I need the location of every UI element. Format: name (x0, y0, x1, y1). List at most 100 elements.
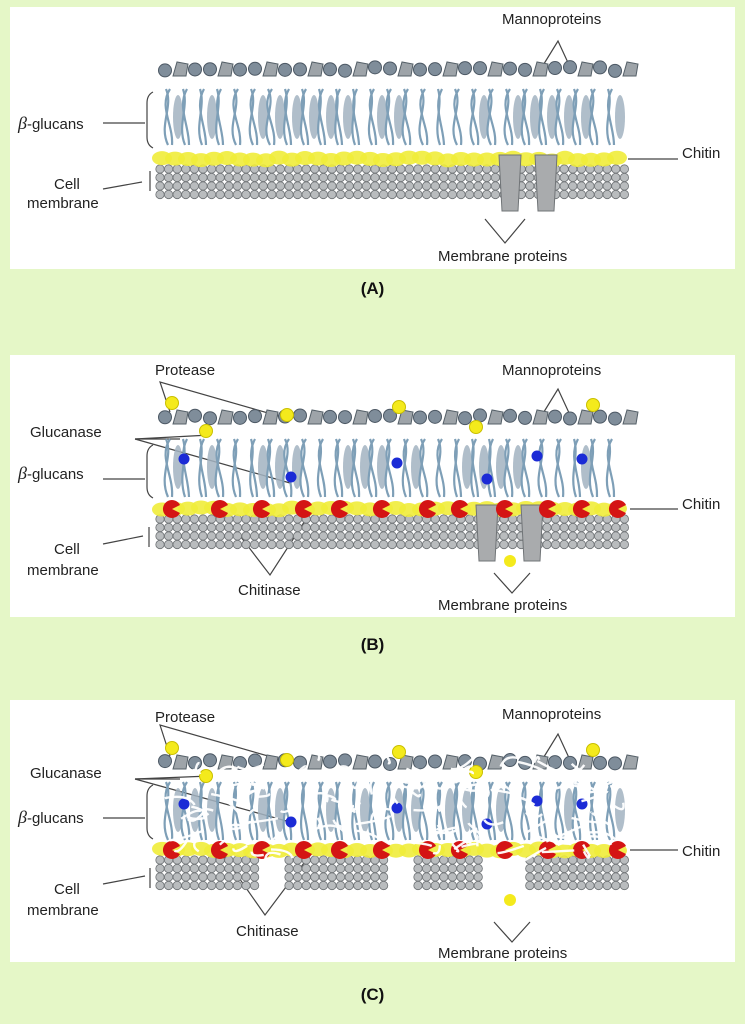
membrane-lipid (250, 863, 260, 874)
degraded-fiber (517, 760, 549, 775)
mannoprotein (188, 408, 202, 423)
membrane-lipid (310, 181, 320, 191)
membrane-protein (534, 154, 558, 212)
degraded-fiber (193, 838, 200, 853)
membrane-lipid (181, 863, 191, 874)
membrane-lipid (378, 863, 389, 874)
membrane-lipid (172, 880, 182, 891)
membrane-lipid (198, 172, 208, 183)
membrane-lipid (164, 531, 174, 541)
membrane-lipid (310, 863, 320, 874)
membrane-lipid (378, 181, 389, 191)
membrane-lipid (447, 181, 457, 191)
degraded-fiber (510, 774, 539, 782)
protease-enzyme (469, 420, 483, 434)
membrane-lipid (533, 880, 544, 891)
membrane-lipid (267, 522, 277, 533)
membrane-lipid (378, 522, 389, 533)
membrane-lipid (576, 539, 587, 550)
membrane-lipid (318, 863, 328, 874)
degraded-fiber (326, 794, 337, 801)
membrane-lipid (284, 872, 294, 882)
mannoprotein (548, 61, 562, 76)
mannoprotein-stalk (377, 445, 387, 489)
membrane-lipid (181, 172, 191, 183)
membrane-lipid (232, 189, 242, 200)
membrane-lipid (164, 872, 174, 882)
membrane-lipid (542, 880, 552, 891)
membrane-lipid (172, 539, 182, 550)
mannoprotein-stalk (377, 95, 387, 139)
membrane-lipid (550, 522, 561, 533)
mannoprotein (233, 756, 247, 771)
membrane-lipid (207, 172, 217, 183)
membrane-lipid (353, 539, 363, 550)
membrane-lipid (181, 514, 191, 524)
membrane-lipid (413, 172, 423, 183)
glucan-strand (470, 781, 480, 841)
membrane-lipid (619, 880, 630, 891)
membrane-lipid (327, 189, 337, 200)
membrane-lipid (404, 539, 414, 550)
mannoprotein (278, 62, 292, 77)
membrane-lipid (207, 531, 217, 541)
membrane-lipid (335, 172, 346, 183)
membrane-lipid (413, 539, 423, 550)
glucan-strand (487, 88, 497, 146)
mannoprotein (577, 754, 594, 770)
membrane-lipid (181, 164, 191, 174)
mannoproteins-label: Mannoproteins (502, 362, 601, 379)
glucan-strand (216, 88, 225, 146)
membrane-lipid (602, 181, 612, 191)
membrane-lipid (284, 181, 294, 191)
mannoprotein (233, 62, 247, 77)
degraded-fiber (412, 766, 430, 777)
membrane-lipid (430, 172, 440, 183)
membrane-lipid (421, 189, 432, 200)
chitinase-enzyme (210, 841, 228, 859)
membrane-lipid (232, 522, 242, 533)
membrane-lipid (164, 863, 174, 874)
membrane-lipid (181, 872, 191, 882)
membrane-lipid (593, 522, 604, 533)
membrane-lipid (439, 514, 449, 524)
panel-b-diagram: Protease Mannoproteins Glucanase β-gluca… (17, 362, 720, 614)
membrane-lipid (611, 539, 621, 550)
protease-enzyme (504, 555, 516, 567)
membrane-lipid (172, 172, 182, 183)
protease-enzyme (199, 769, 213, 783)
membrane-lipid (593, 189, 604, 200)
mannoprotein (397, 61, 414, 77)
mannoprotein-stalk (207, 445, 217, 489)
membrane-lipid (207, 522, 217, 533)
glucan-strand (181, 781, 191, 841)
membrane-lipid (284, 531, 294, 541)
degraded-fiber (290, 765, 307, 779)
mannoprotein (323, 754, 337, 769)
membrane-lipid (241, 539, 251, 550)
mannoproteins-label: Mannoproteins (502, 11, 601, 28)
membrane-lipid (258, 539, 268, 550)
membrane-lipid (439, 855, 449, 865)
membrane-lipid (473, 189, 483, 200)
glucan-strand (521, 438, 531, 498)
membrane-lipid (413, 189, 423, 200)
degraded-fiber (348, 801, 362, 813)
glucan-strand (573, 438, 582, 498)
degraded-fiber (315, 791, 329, 803)
membrane-lipid (542, 539, 552, 550)
membrane-lipid (318, 181, 328, 191)
chitinase-label: Chitinase (238, 582, 301, 599)
mannoprotein (577, 409, 594, 425)
protease-label: Protease (155, 709, 215, 726)
mannoprotein (473, 408, 487, 423)
membrane-lipid (275, 531, 285, 541)
membrane-lipid (207, 872, 217, 882)
membrane-lipid (189, 522, 199, 533)
membrane-lipid (611, 531, 621, 541)
membrane-lipid (301, 880, 311, 891)
membrane-lipid (585, 522, 595, 533)
membrane-lipid (284, 863, 294, 874)
membrane-lipid (439, 872, 449, 882)
degraded-fiber (191, 805, 210, 816)
